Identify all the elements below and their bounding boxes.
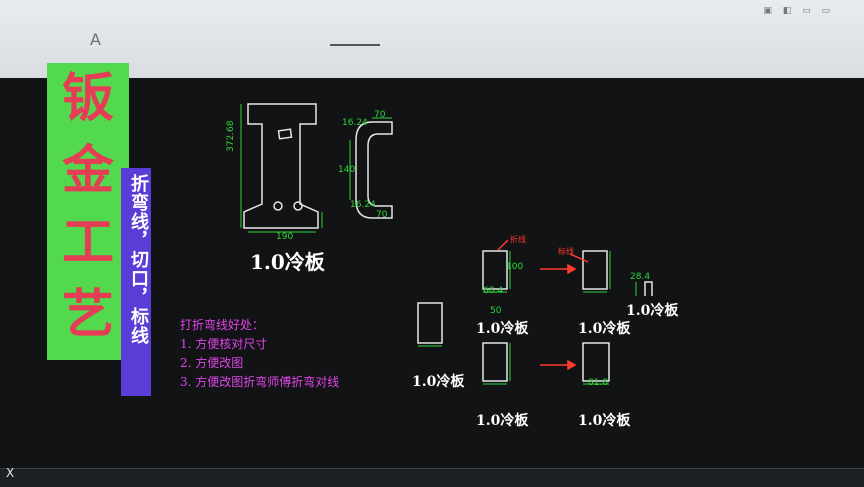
title-char-1: 钣 [61, 68, 114, 129]
annotation-mark-line: 标线 [558, 247, 574, 256]
part-label-2: 1.0冷板 [476, 321, 529, 337]
part-label-1: 1.0冷板 [412, 374, 465, 390]
part-label-5: 1.0冷板 [578, 413, 631, 429]
dim-flange-a: 16.24 [342, 118, 368, 128]
notes-item-3: 3. 方便改图折弯师傅折弯对线 [180, 375, 340, 389]
small-parts-outline [417, 250, 653, 382]
status-bar: X [0, 466, 864, 487]
subtitle-text: 折弯线，切口，标线 [128, 174, 149, 345]
notes-title: 打折弯线好处： [180, 318, 265, 332]
side-dimension-lines [349, 117, 392, 200]
dim-height: 372.68 [226, 120, 236, 153]
main-part-label: 1.0冷板 [250, 250, 325, 274]
side-profile-outline [355, 121, 393, 219]
main-dimension-lines [240, 104, 323, 233]
annotation-bend-line: 折线 [510, 235, 526, 244]
title-char-3: 工 [61, 212, 114, 273]
dim-side-small: 28.4 [630, 272, 651, 282]
notes-item-2: 2. 方便改图 [180, 356, 244, 370]
dim-width: 190 [276, 232, 294, 242]
line-style-swatch[interactable] [330, 44, 380, 46]
dim-side: 140 [338, 165, 356, 175]
part-label-4: 1.0冷板 [578, 321, 631, 337]
dim-b1: 50 [490, 306, 502, 316]
dim-flange-c: 16.24 [350, 200, 376, 210]
dim-w2: 81.8 [588, 378, 609, 388]
part-label-6: 1.0冷板 [626, 303, 679, 319]
red-arrows [497, 239, 589, 371]
main-part-outline [243, 103, 319, 229]
notes-item-1: 1. 方便核对尺寸 [180, 337, 268, 351]
title-char-4: 艺 [61, 284, 114, 345]
dim-w1: 68.4 [483, 286, 504, 296]
dim-flange-d: 70 [376, 210, 388, 220]
title-banner: 钣 金 工 艺 [47, 63, 129, 360]
title-char-2: 金 [61, 140, 114, 201]
dim-flange-b: 70 [374, 110, 386, 120]
text-tool-icon[interactable]: A [90, 30, 101, 49]
dim-h1: 100 [506, 262, 524, 272]
window-controls[interactable]: ▣ ◧ ▭ ▭ [763, 6, 834, 16]
notes-block: 打折弯线好处： 1. 方便核对尺寸 2. 方便改图 3. 方便改图折弯师傅折弯对… [180, 316, 339, 392]
ucs-icon: X [6, 466, 15, 480]
subtitle-banner: 折弯线，切口，标线 [121, 168, 151, 396]
small-dimension-lines [418, 251, 637, 385]
part-label-3: 1.0冷板 [476, 413, 529, 429]
